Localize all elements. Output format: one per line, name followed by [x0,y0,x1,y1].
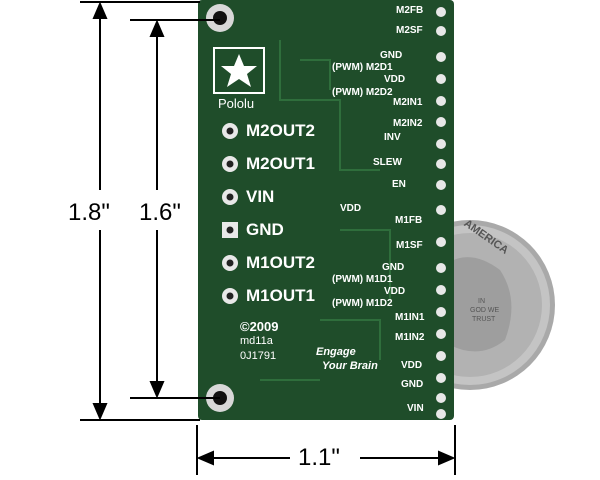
pin-m2in2: M2IN2 [393,118,423,129]
pin-vdd-1: VDD [384,74,406,85]
pin-m2fb: M2FB [396,5,424,16]
pin-m1fb: M1FB [395,215,423,226]
revision-text: 0J1791 [240,350,277,362]
pin-vin-large: VIN [246,187,275,206]
pin-m2in1: M2IN1 [393,97,423,108]
coin-motto-3: TRUST [472,316,496,323]
pin-m1in1: M1IN1 [395,312,425,323]
pcb-traces [260,40,391,381]
pin-m2out1: M2OUT1 [246,154,315,173]
inner-height-label: 1.6" [139,199,181,226]
pin-m2d2: (PWM) M2D2 [332,87,393,98]
logo-text: Pololu [218,96,255,111]
pcb-board [198,0,454,420]
pin-en: EN [392,179,406,190]
model-text: md11a [240,335,273,347]
pin-gnd-3: GND [401,379,424,390]
pin-vdd-3: VDD [384,286,406,297]
slogan-line2: Your Brain [322,360,378,372]
pin-vin-small: VIN [407,403,424,414]
pin-m2d1: (PWM) M2D1 [332,62,393,73]
large-pin-pads [222,123,238,304]
pin-m1d2: (PWM) M1D2 [332,298,393,309]
pin-inv: INV [384,132,401,143]
copyright-text: ©2009 [240,319,279,334]
pin-slew: SLEW [373,157,402,168]
coin-motto-2: GOD WE [470,307,500,314]
pololu-logo [213,47,265,94]
pin-m1in2: M1IN2 [395,332,425,343]
pin-vdd-2: VDD [340,203,362,214]
pin-vdd-4: VDD [401,360,423,371]
dimension-lines [80,1,456,475]
pin-m1out1: M1OUT1 [246,286,315,305]
pin-m1d1: (PWM) M1D1 [332,274,393,285]
pin-m1out2: M1OUT2 [246,253,315,272]
slogan-line1: Engage [316,346,356,358]
pin-m2out2: M2OUT2 [246,121,315,140]
width-label: 1.1" [298,444,340,471]
pin-gnd-1: GND [380,50,403,61]
pin-gnd-large: GND [246,220,284,239]
right-header-pads [436,7,446,419]
pin-gnd-2: GND [382,262,405,273]
pin-m1sf: M1SF [396,240,423,251]
outer-height-label: 1.8" [68,199,110,226]
coin-motto-1: IN [478,298,485,305]
pin-m2sf: M2SF [396,25,423,36]
